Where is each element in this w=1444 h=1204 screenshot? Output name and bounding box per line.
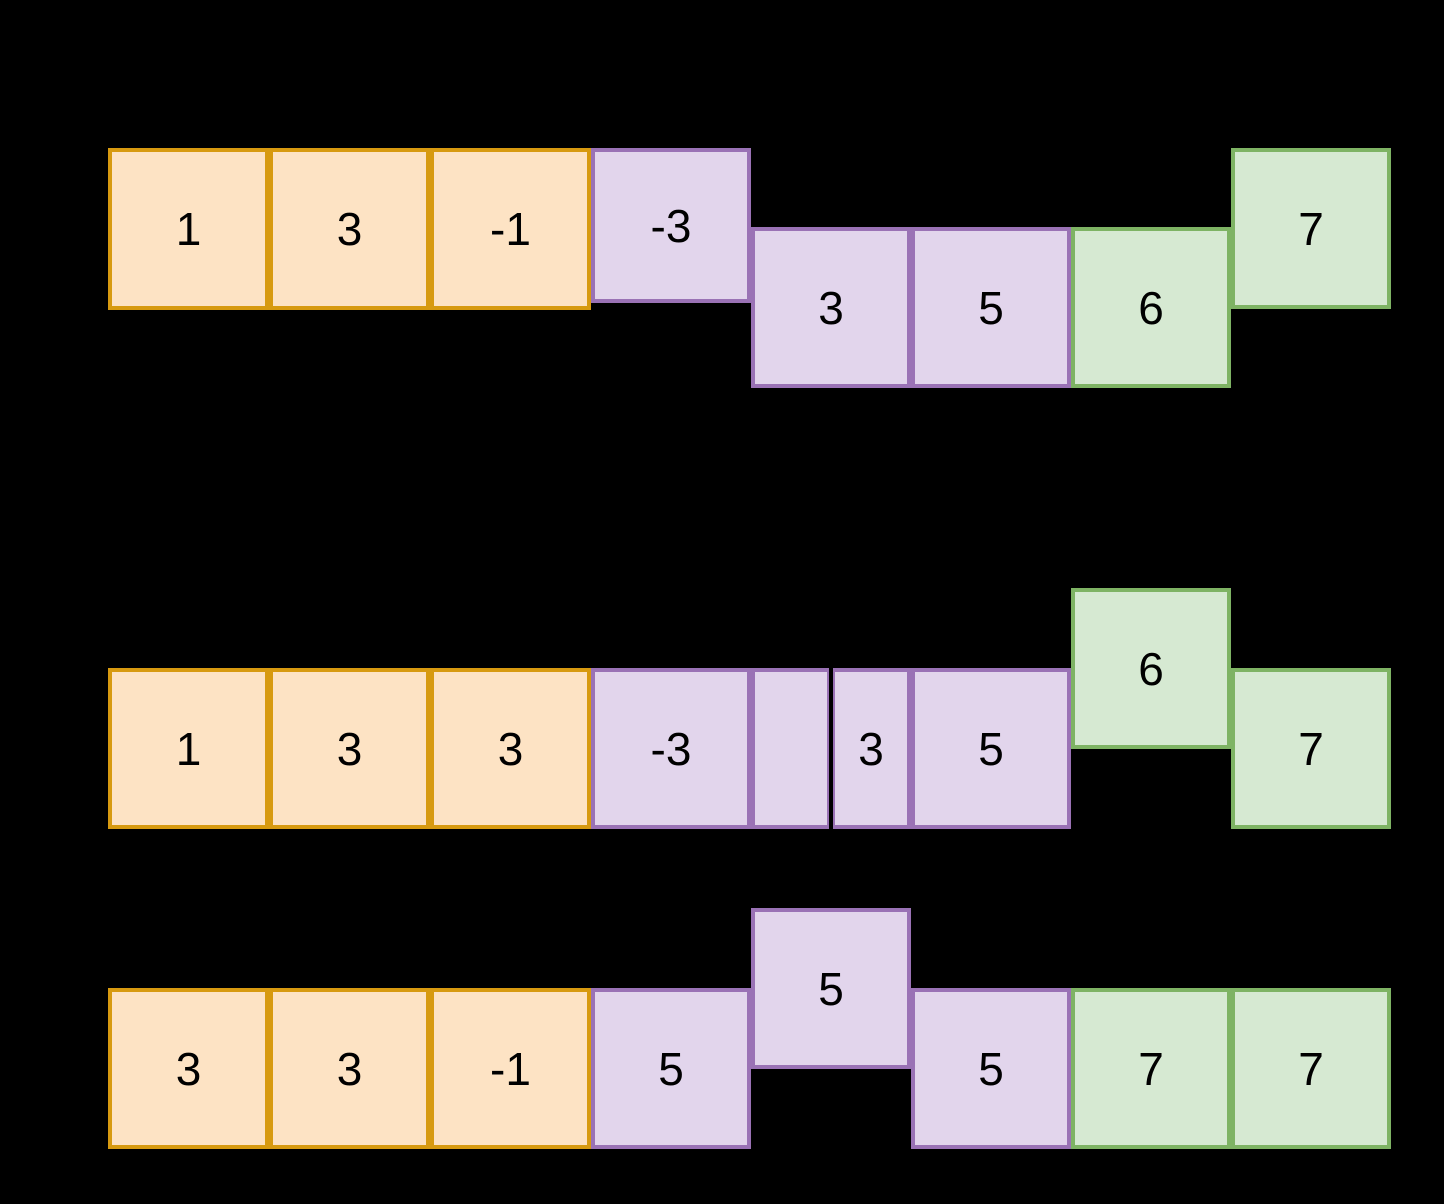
array-cell[interactable]: 5 (911, 668, 1071, 829)
array-cell[interactable]: 6 (1071, 227, 1231, 388)
array-cell[interactable]: 3 (831, 668, 911, 829)
array-cell[interactable]: 6 (1071, 588, 1231, 749)
array-cell[interactable]: 7 (1231, 148, 1391, 309)
array-cell[interactable]: 3 (430, 668, 591, 829)
array-cell[interactable]: 5 (911, 988, 1071, 1149)
array-cell[interactable]: -1 (430, 148, 591, 310)
array-cell[interactable]: -3 (591, 668, 751, 829)
array-cell[interactable]: 3 (751, 227, 911, 388)
array-cell[interactable]: 7 (1071, 988, 1231, 1149)
array-cell[interactable]: 3 (108, 988, 269, 1149)
array-cell[interactable]: 7 (1231, 668, 1391, 829)
pointer-marker-line (829, 600, 833, 840)
array-cell[interactable]: 1 (108, 668, 269, 829)
array-cell[interactable]: 3 (269, 668, 430, 829)
array-cell[interactable] (751, 668, 831, 829)
array-cell[interactable]: -1 (430, 988, 591, 1149)
array-cell[interactable]: 3 (269, 988, 430, 1149)
array-cell[interactable]: 5 (751, 908, 911, 1069)
array-cell[interactable]: 5 (911, 227, 1071, 388)
array-cell[interactable]: 3 (269, 148, 430, 310)
array-cell[interactable]: 5 (591, 988, 751, 1149)
array-cell[interactable]: 7 (1231, 988, 1391, 1149)
array-cell[interactable]: -3 (591, 148, 751, 303)
array-cell[interactable]: 1 (108, 148, 269, 310)
